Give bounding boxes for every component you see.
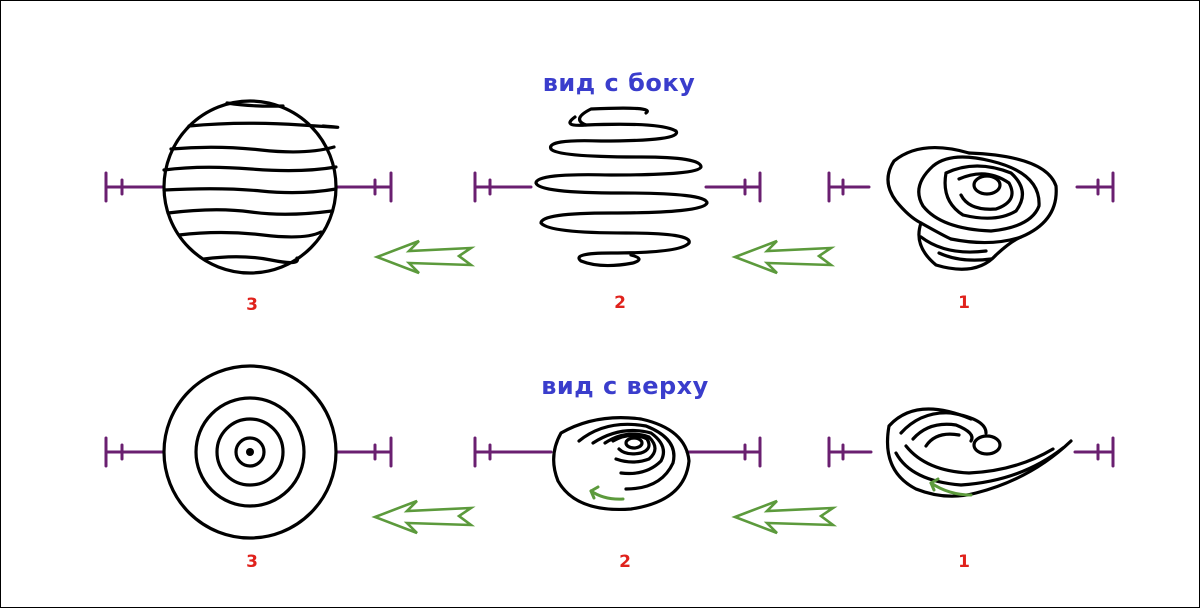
top-stage-2-axis (473, 436, 762, 468)
top-view-title: вид с верху (541, 372, 709, 400)
center-dot (246, 448, 254, 456)
side-view-title: вид с боку (542, 69, 696, 97)
side-arrow-1-to-2 (731, 239, 836, 275)
side-stage-1-axis (827, 171, 1115, 203)
top-stage-2-label: 2 (619, 552, 631, 572)
top-stage-3-label: 3 (246, 552, 258, 572)
side-stage-3-axis (104, 171, 393, 203)
side-stage-2-axis (473, 171, 762, 203)
top-stage-3-concentric-rings (162, 364, 338, 540)
side-stage-2-label: 2 (614, 293, 626, 313)
side-stage-3-label: 3 (246, 295, 258, 315)
side-stage-1-label: 1 (958, 293, 970, 313)
top-stage-1-swirling-cloud (885, 407, 1073, 498)
top-stage-1-axis (827, 436, 1115, 468)
side-stage-3-striped-sphere (162, 99, 340, 275)
side-arrow-2-to-3 (373, 239, 476, 275)
top-stage-2-spiral-disc (552, 416, 691, 512)
top-stage-1-label: 1 (958, 552, 970, 572)
side-stage-2-serpentine-sphere (534, 106, 709, 268)
top-arrow-1-to-2 (731, 499, 838, 535)
top-stage-3-axis (104, 436, 393, 468)
side-stage-1-swirling-cloud (886, 145, 1058, 271)
top-arrow-2-to-3 (371, 499, 476, 535)
